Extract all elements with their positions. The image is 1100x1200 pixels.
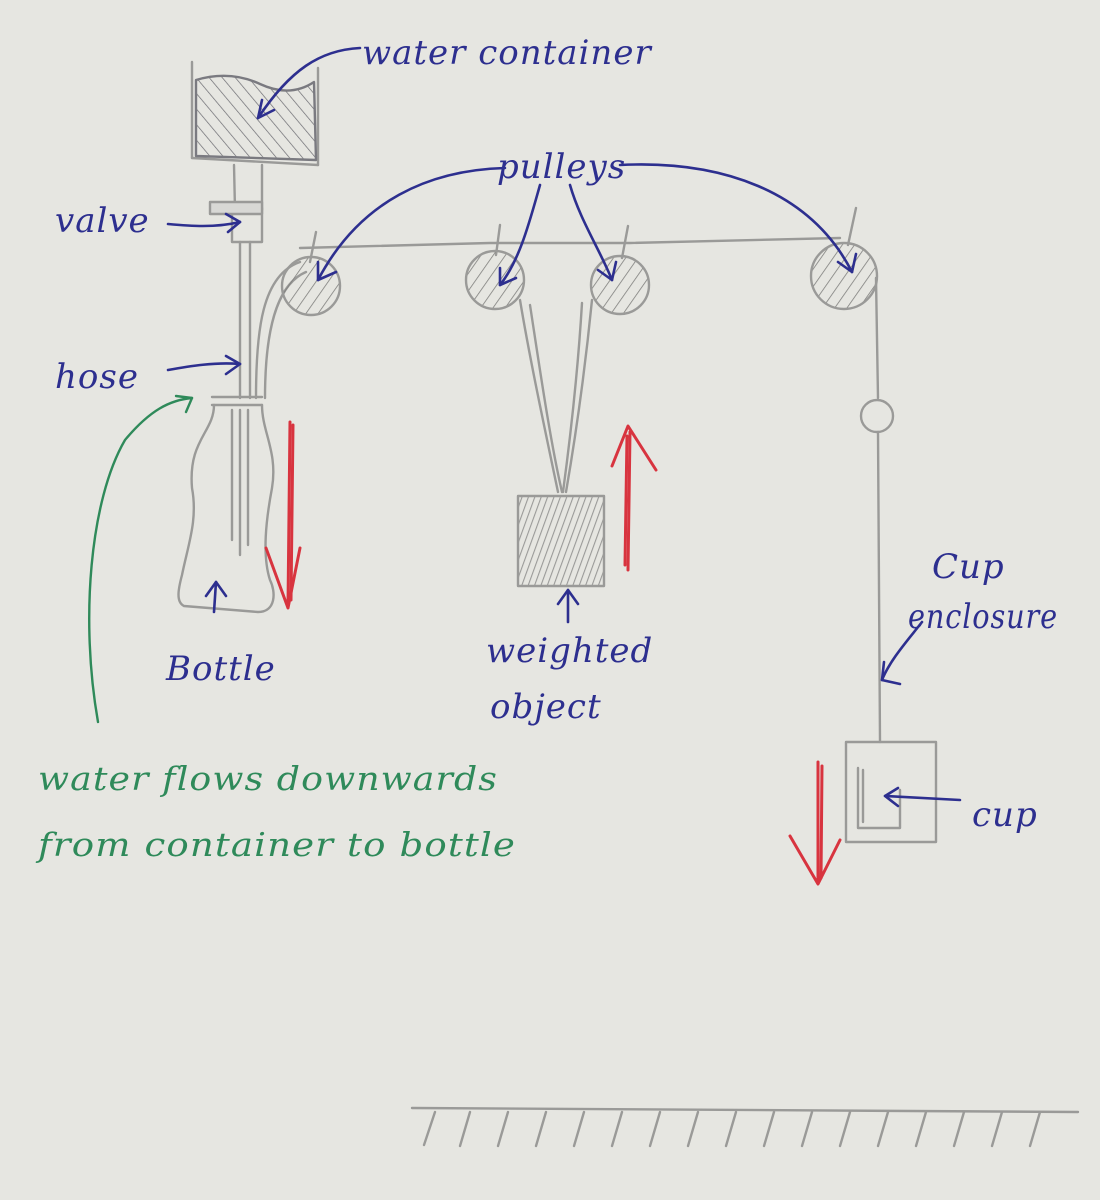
label-water-container: water container bbox=[362, 33, 652, 73]
ground bbox=[410, 1106, 1080, 1148]
pulley-1 bbox=[280, 255, 342, 317]
label-cup: cup bbox=[972, 795, 1038, 835]
cup-down-arrow bbox=[788, 760, 842, 886]
cup-enclosure bbox=[844, 740, 938, 844]
bottle-down-arrow bbox=[264, 420, 302, 610]
weight-up-arrow bbox=[610, 424, 658, 572]
string-ring bbox=[859, 398, 895, 434]
string-to-weight-left bbox=[518, 298, 560, 494]
bottle bbox=[177, 395, 275, 614]
water-container bbox=[190, 60, 320, 167]
cup-enclosure-string bbox=[876, 430, 882, 744]
label-bottle: Bottle bbox=[165, 649, 276, 689]
labels: water container pulleys valve hose Bottl… bbox=[35, 33, 1058, 864]
label-hose: hose bbox=[55, 357, 139, 397]
label-pulleys: pulleys bbox=[497, 147, 626, 187]
water-flow-arrow bbox=[88, 394, 194, 724]
container-pipe bbox=[208, 163, 264, 400]
pencil-drawing bbox=[177, 60, 1080, 1148]
pulley-2 bbox=[464, 249, 526, 311]
pulley-4 bbox=[809, 241, 879, 311]
top-string bbox=[298, 236, 842, 250]
pulley-3 bbox=[589, 254, 651, 316]
label-cup-enclosure-line2: enclosure bbox=[908, 597, 1058, 637]
cup bbox=[856, 766, 902, 830]
label-water-flow-line2: from container to bottle bbox=[35, 825, 516, 864]
label-weighted-object-line1: weighted bbox=[486, 631, 653, 671]
label-weighted-object-line2: object bbox=[490, 687, 602, 727]
string-to-weight-right bbox=[564, 298, 594, 494]
label-water-flow-line1: water flows downwards bbox=[38, 759, 498, 798]
label-arrows bbox=[166, 46, 962, 808]
weighted-object bbox=[516, 494, 606, 588]
label-cup-enclosure-line1: Cup bbox=[932, 547, 1005, 587]
motion-arrows bbox=[264, 420, 842, 886]
label-valve: valve bbox=[55, 201, 150, 241]
